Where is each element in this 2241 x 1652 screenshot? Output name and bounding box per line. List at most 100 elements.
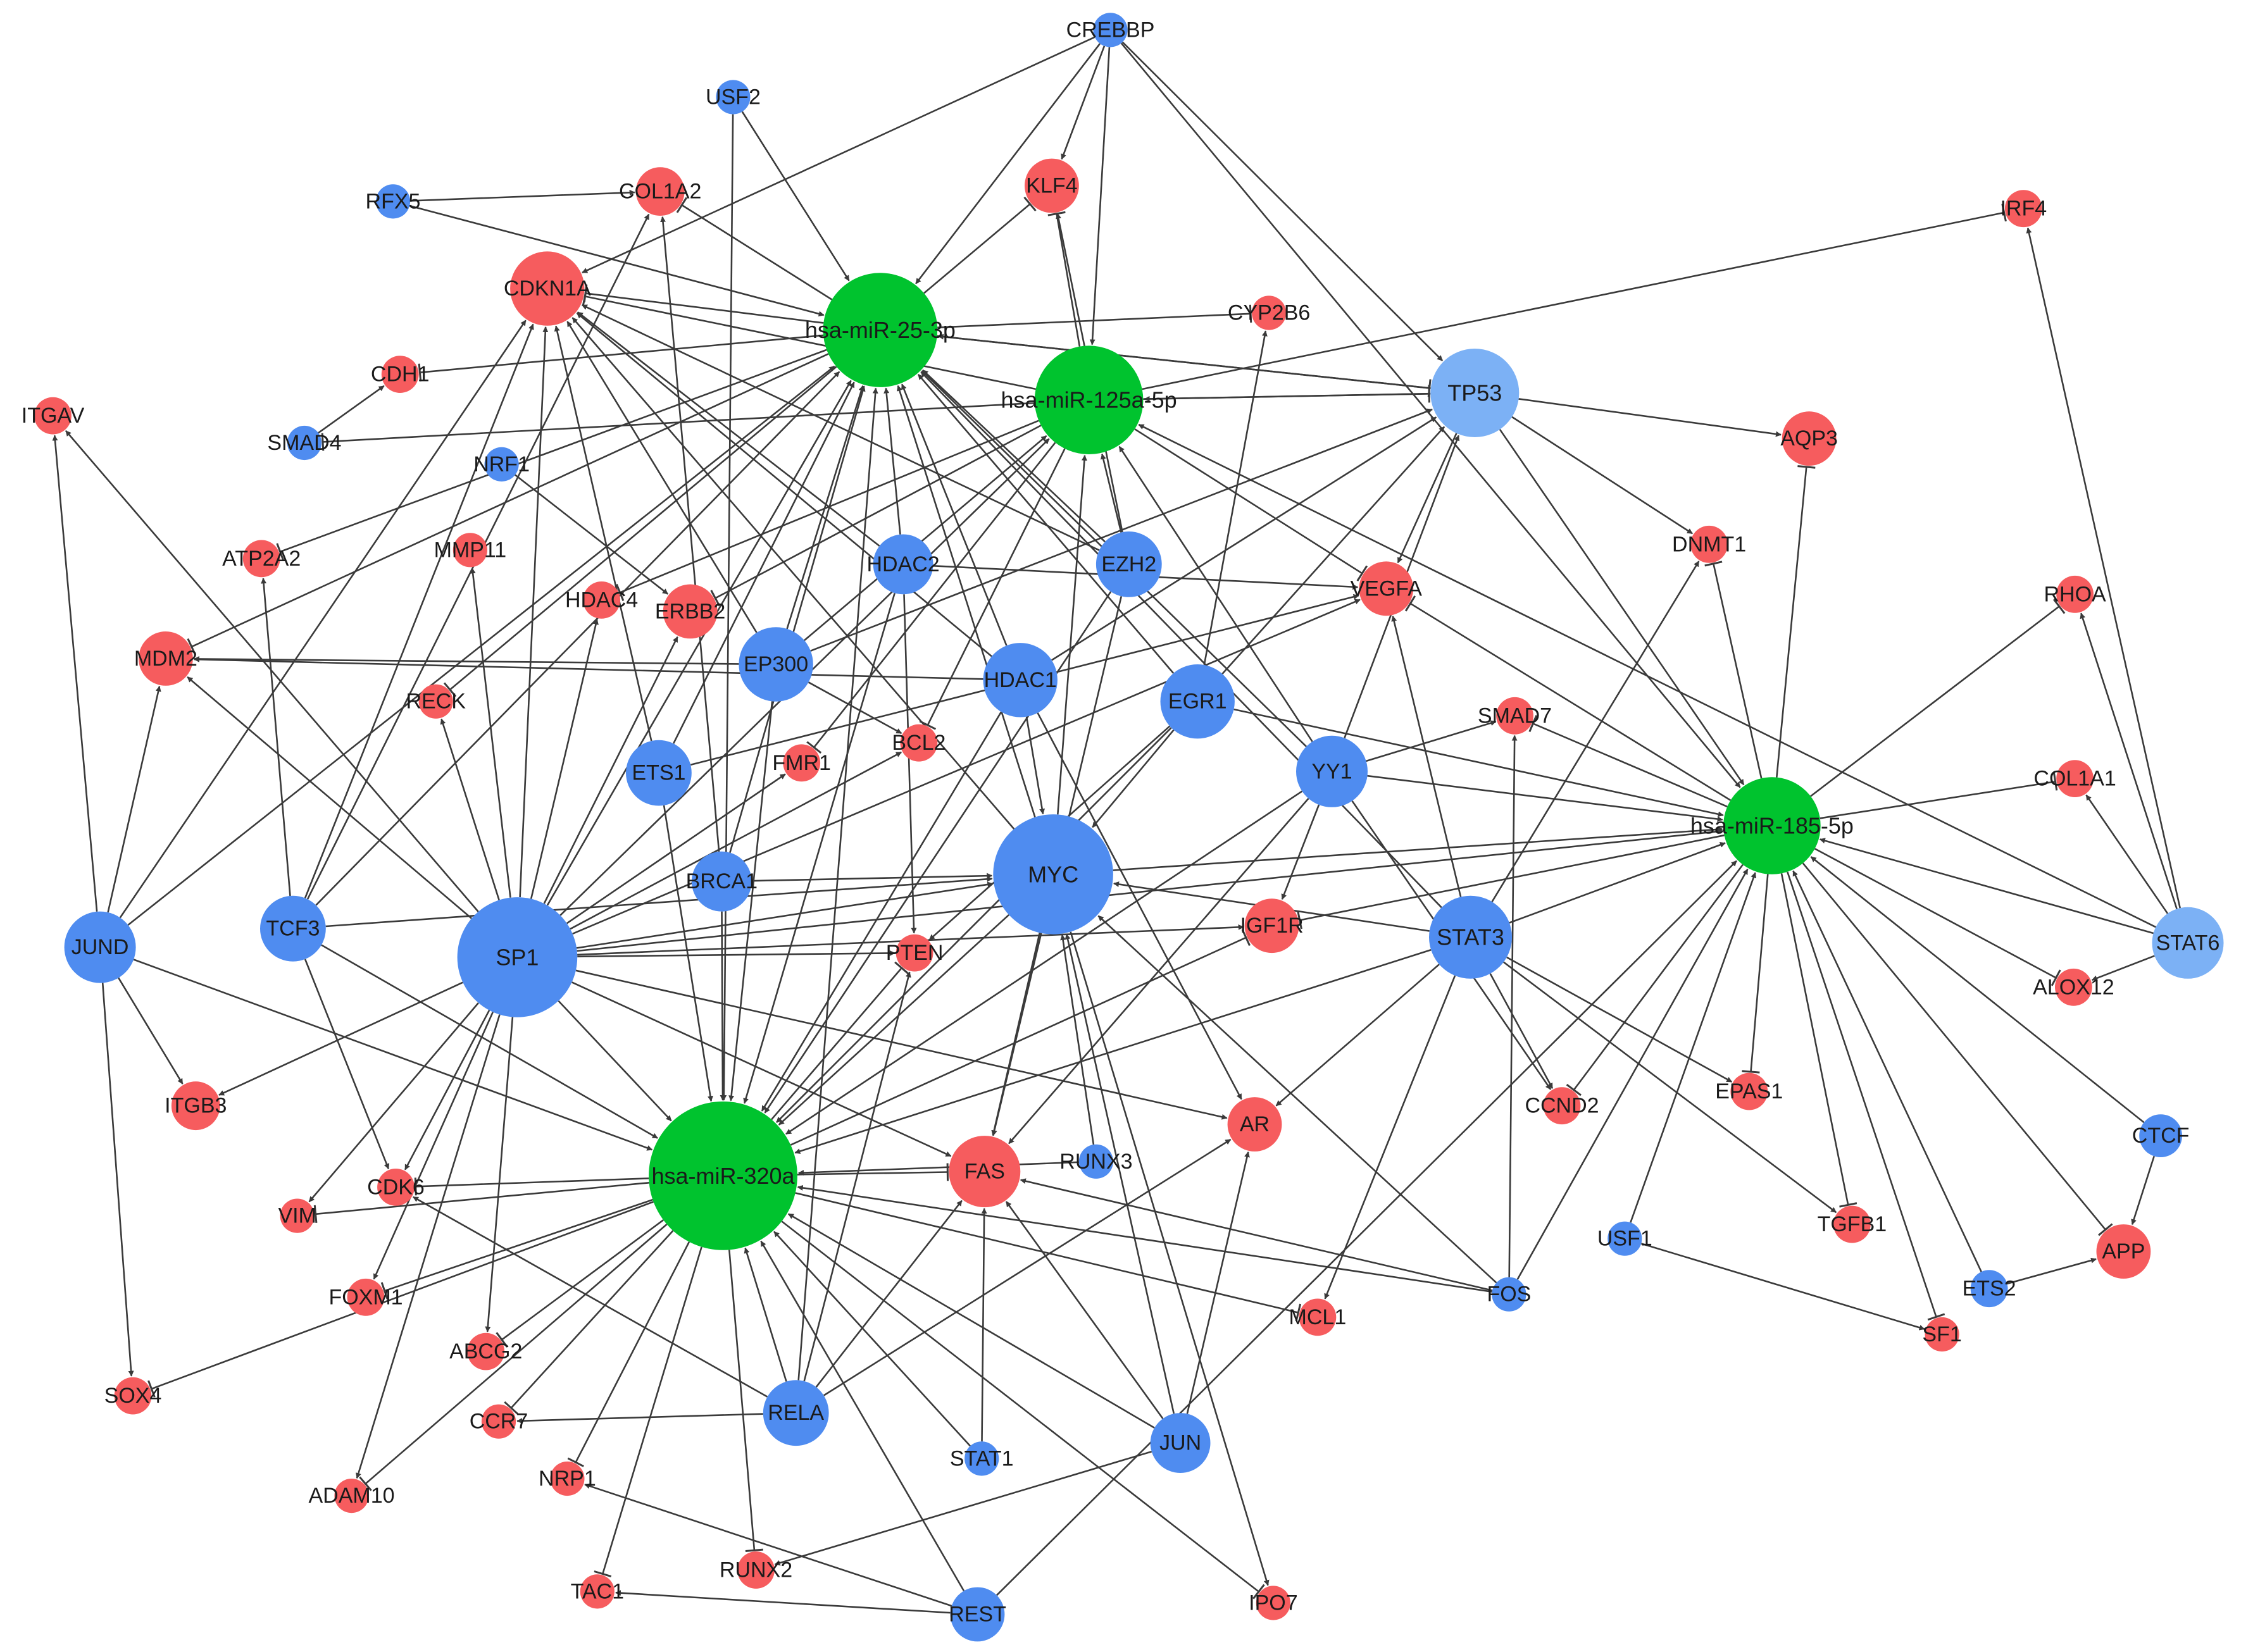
node-jund[interactable]: [64, 911, 136, 983]
node-pten[interactable]: [896, 934, 933, 972]
node-fas[interactable]: [949, 1136, 1021, 1208]
node-erbb2[interactable]: [663, 584, 718, 639]
edge-JUN-activates-AR: [1186, 1151, 1250, 1414]
edge-ETS1-activates-miR320: [663, 805, 713, 1102]
edge-STAT3-activates-CCND2: [1489, 973, 1554, 1089]
node-reck[interactable]: [418, 684, 453, 719]
node-stat1[interactable]: [964, 1441, 999, 1476]
node-runx2[interactable]: [737, 1551, 775, 1589]
node-stat6[interactable]: [2152, 907, 2224, 979]
edge-miR320-inhibits-CCR7: [510, 1230, 674, 1409]
node-col1a2[interactable]: [635, 167, 685, 216]
edge-BRCA1-activates-miR320: [720, 911, 726, 1101]
node-ipo7[interactable]: [1256, 1586, 1290, 1620]
node-label-ccr7: CCR7: [470, 1410, 528, 1434]
node-nrp1[interactable]: [550, 1461, 585, 1496]
node-sf1[interactable]: [1925, 1317, 1959, 1352]
node-ep300[interactable]: [739, 627, 813, 702]
edge-STAT1-activates-FAS: [981, 1208, 987, 1442]
node-abcg2[interactable]: [467, 1332, 505, 1370]
node-col1a1[interactable]: [2056, 760, 2094, 797]
edge-ETS2-activates-APP: [2007, 1257, 2097, 1285]
node-klf4[interactable]: [1025, 158, 1079, 213]
node-label-igf1r: IGF1R: [1240, 914, 1304, 938]
node-label-mmp11: MMP11: [434, 538, 507, 562]
node-tac1[interactable]: [580, 1574, 615, 1609]
node-itgb3[interactable]: [171, 1081, 220, 1131]
node-mdm2[interactable]: [139, 631, 193, 686]
node-hdac2[interactable]: [873, 534, 933, 595]
node-atp2a2[interactable]: [242, 540, 280, 578]
node-bcl2[interactable]: [900, 724, 938, 762]
node-smad7[interactable]: [1496, 697, 1533, 735]
node-adam10[interactable]: [334, 1479, 369, 1513]
node-cdkn1a[interactable]: [510, 251, 585, 326]
node-cyp2b6[interactable]: [1252, 295, 1287, 330]
node-ctcf[interactable]: [2139, 1114, 2183, 1157]
node-hdac1[interactable]: [983, 643, 1058, 717]
node-label-ets1: ETS1: [632, 761, 685, 785]
node-label-vim: VIM: [278, 1204, 316, 1228]
node-jun[interactable]: [1150, 1413, 1211, 1474]
node-foxm1[interactable]: [347, 1278, 385, 1316]
node-ccr7[interactable]: [481, 1404, 516, 1439]
node-crebbp[interactable]: [1093, 13, 1128, 47]
node-alox12[interactable]: [2055, 968, 2092, 1006]
node-smad4[interactable]: [287, 425, 322, 461]
edge-STAT3-activates-DNMT1: [1491, 561, 1700, 902]
node-vim[interactable]: [280, 1198, 315, 1233]
node-ets2[interactable]: [1970, 1270, 2008, 1308]
node-runx3[interactable]: [1078, 1144, 1113, 1179]
node-cdk6[interactable]: [377, 1169, 415, 1206]
node-nrf1[interactable]: [484, 447, 519, 482]
node-egr1[interactable]: [1160, 664, 1235, 739]
node-ezh2[interactable]: [1096, 531, 1162, 597]
edge-JUND-activates-ITGB3: [118, 977, 184, 1084]
node-yy1[interactable]: [1296, 735, 1368, 807]
node-ets1[interactable]: [626, 740, 692, 806]
node-mir185[interactable]: [1723, 777, 1821, 874]
node-ar[interactable]: [1227, 1097, 1282, 1152]
node-fos[interactable]: [1492, 1277, 1526, 1312]
node-tgfb1[interactable]: [1833, 1205, 1871, 1243]
node-sp1[interactable]: [457, 897, 578, 1017]
node-myc[interactable]: [993, 814, 1113, 935]
node-app[interactable]: [2096, 1224, 2151, 1279]
node-rest[interactable]: [950, 1587, 1005, 1642]
node-aqp3[interactable]: [1782, 411, 1837, 466]
node-fmr1[interactable]: [783, 744, 821, 782]
node-igf1r[interactable]: [1244, 898, 1299, 953]
node-dnmt1[interactable]: [1690, 525, 1728, 563]
node-mmp11[interactable]: [453, 533, 488, 568]
node-irf4[interactable]: [2004, 190, 2042, 228]
inhibition-bar-miR320-ABCG2: [496, 1332, 508, 1348]
edge-HDAC1-activates-miR320: [761, 711, 1002, 1112]
inhibition-bar-miR25-RECK: [443, 682, 457, 697]
node-rhoa[interactable]: [2056, 575, 2094, 613]
node-hdac4[interactable]: [583, 581, 620, 619]
node-tcf3[interactable]: [260, 895, 326, 962]
node-rfx5[interactable]: [375, 184, 411, 219]
edge-RELA-activates-miR320: [744, 1247, 787, 1382]
node-sox4[interactable]: [114, 1377, 152, 1415]
node-mir25[interactable]: [823, 273, 938, 387]
node-ccnd2[interactable]: [1543, 1087, 1581, 1125]
node-epas1[interactable]: [1730, 1072, 1768, 1110]
node-mir125[interactable]: [1034, 345, 1144, 454]
node-brca1[interactable]: [691, 851, 752, 912]
node-usf2[interactable]: [716, 80, 751, 115]
edge-BRCA1-activates-MYC: [751, 873, 993, 882]
node-label-cdk6: CDK6: [367, 1175, 425, 1199]
node-tp53[interactable]: [1430, 349, 1520, 437]
node-vegfa[interactable]: [1359, 561, 1414, 616]
node-mir320[interactable]: [649, 1101, 797, 1250]
node-usf1[interactable]: [1607, 1221, 1642, 1256]
node-itgav[interactable]: [34, 397, 72, 435]
node-rela[interactable]: [763, 1380, 829, 1446]
node-cdh1[interactable]: [381, 356, 419, 393]
inhibition-bar-miR185-RHOA: [2053, 599, 2066, 614]
edge-JUN-activates-FAS: [1005, 1201, 1164, 1419]
edge-SP1-activates-MDM2: [187, 676, 472, 919]
node-stat3[interactable]: [1429, 895, 1512, 979]
node-mcl1[interactable]: [1299, 1298, 1337, 1336]
